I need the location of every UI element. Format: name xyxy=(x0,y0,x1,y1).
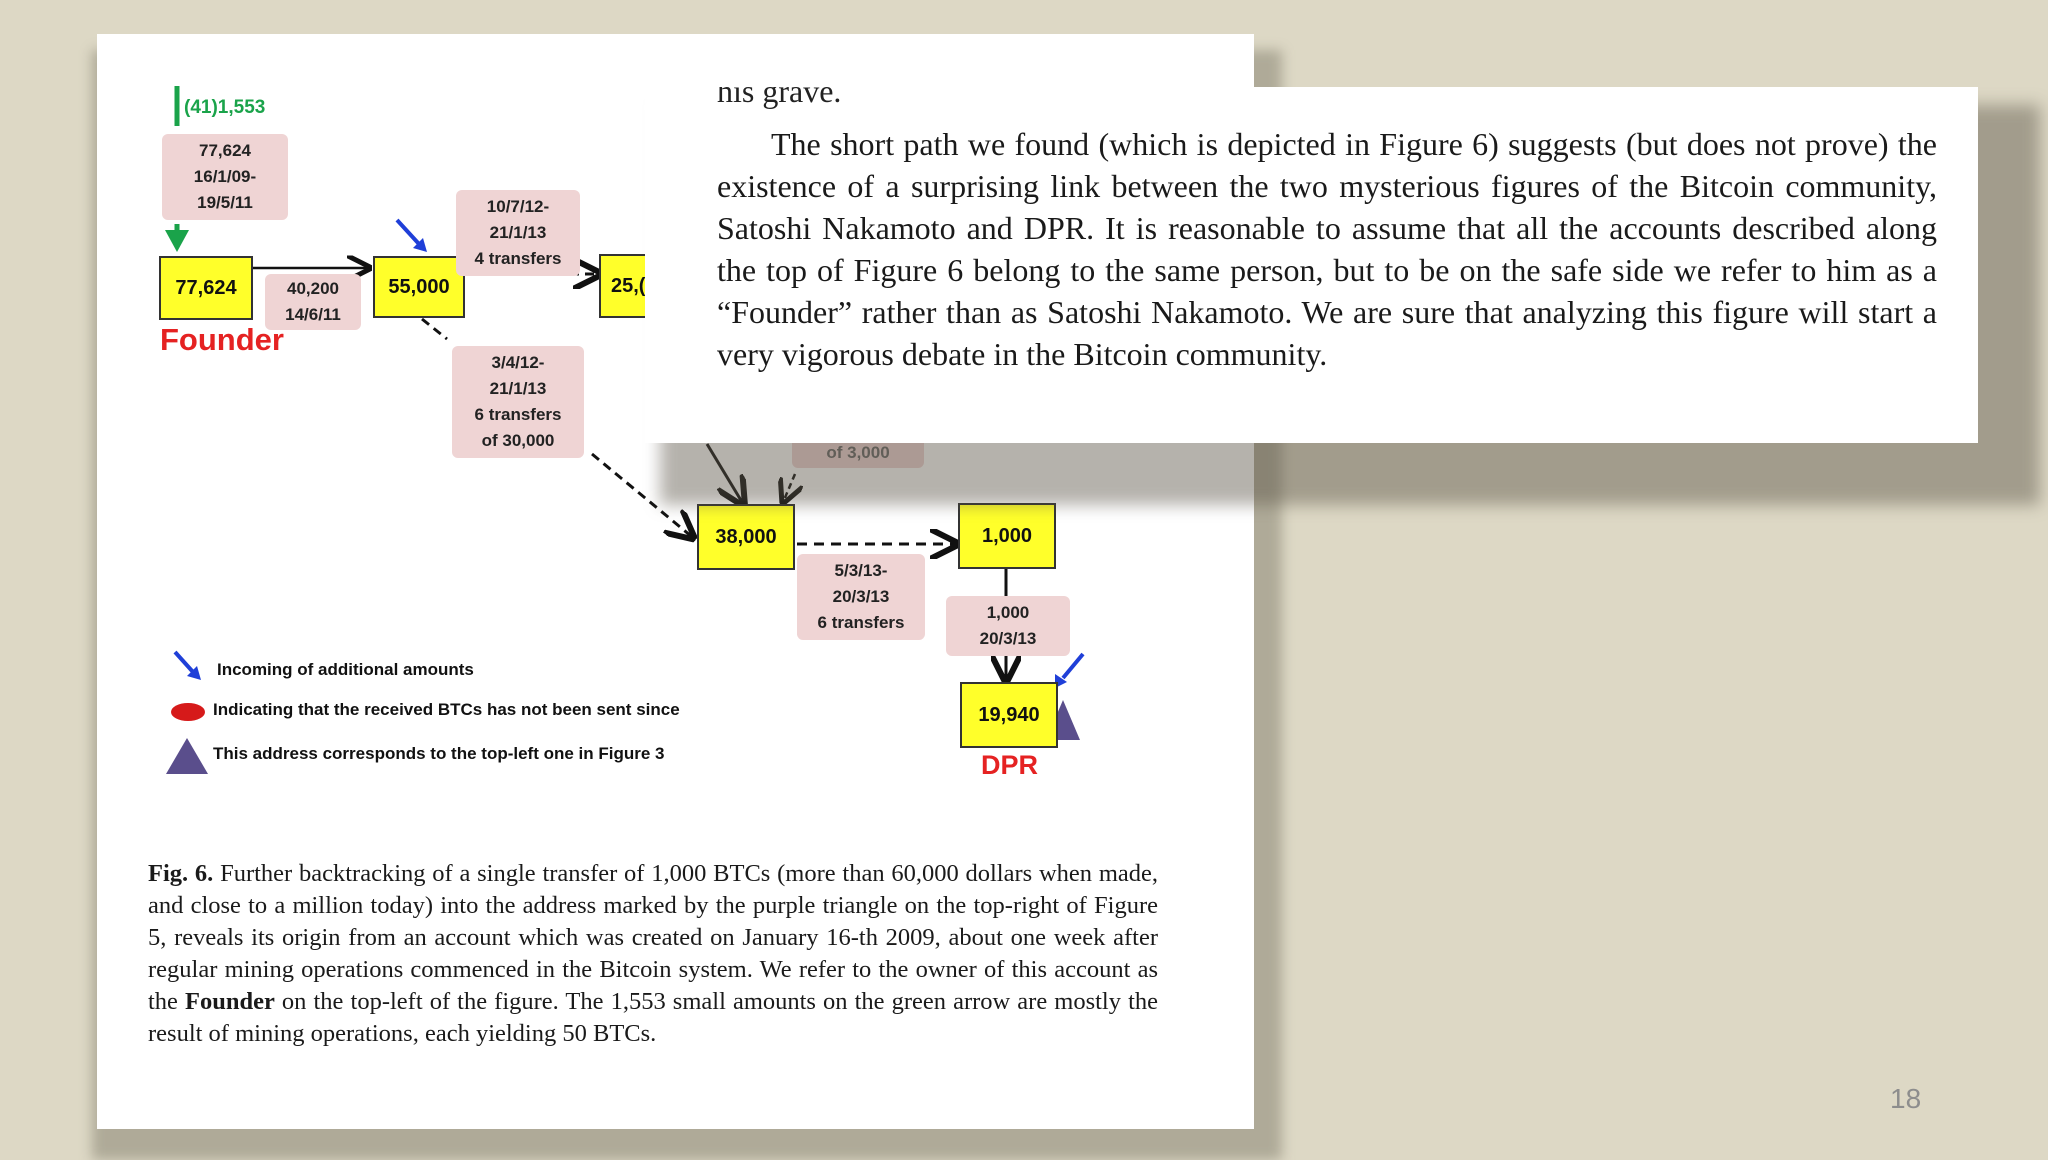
node-1000: 1,000 xyxy=(958,503,1056,569)
node-founder: 77,624 xyxy=(159,256,253,320)
arrow-55000-38000-a xyxy=(421,317,448,341)
node-55000: 55,000 xyxy=(373,256,465,318)
green-arrow-head xyxy=(165,230,189,252)
figure-caption: Fig. 6. Further backtracking of a single… xyxy=(148,858,1158,1050)
caption-bold-word: Founder xyxy=(185,988,275,1015)
edge-date-end: 21/1/13 xyxy=(489,379,547,398)
origin-date-end: 19/5/11 xyxy=(197,193,253,212)
edge-label-1000-19940: 1,000 20/3/13 xyxy=(946,596,1070,656)
edge-transfers: 4 transfers xyxy=(474,249,562,268)
edge-date-start: 3/4/12- xyxy=(491,353,545,372)
caption-text-after: on the top-left of the figure. The 1,553… xyxy=(148,988,1158,1047)
edge-label-38000-1000: 5/3/13- 20/3/13 6 transfers xyxy=(797,554,925,640)
dpr-name: DPR xyxy=(981,750,1039,780)
edge-label-founder-55000: 40,200 14/6/11 xyxy=(265,274,361,330)
overlay-cut-line: his grave. xyxy=(717,87,842,109)
edge-date-end: 20/3/13 xyxy=(832,587,890,606)
flow-diagram: (41)1,553 77,624 16/1/09- 19/5/11 77,624… xyxy=(97,34,1254,834)
legend-triangle-icon xyxy=(166,738,208,774)
caption-fig-label: Fig. 6. xyxy=(148,860,214,887)
legend-triangle-text: This address corresponds to the top-left… xyxy=(213,744,665,763)
overlay-paragraph: The short path we found (which is depict… xyxy=(717,126,1937,372)
text-overlay-clipping: his grave. The short path we found (whic… xyxy=(645,87,1978,443)
founder-name: Founder xyxy=(160,322,284,357)
legend-blue-arrow-icon xyxy=(173,650,195,674)
legend-red-oval-icon xyxy=(171,703,205,721)
edge-label-55000-25: 10/7/12- 21/1/13 4 transfers xyxy=(456,190,580,276)
caption-text-before: Further backtracking of a single transfe… xyxy=(148,860,1158,1015)
node-19940: 19,940 xyxy=(960,682,1058,748)
arrow-dashed-into-38000 xyxy=(784,473,795,500)
edge-label-55000-38000: 3/4/12- 21/1/13 6 transfers of 30,000 xyxy=(452,346,584,458)
edge-transfers: 6 transfers xyxy=(474,405,562,424)
edge-amount: 1,000 xyxy=(986,603,1030,622)
edge-amount: 40,200 xyxy=(287,279,339,298)
edge-date: 20/3/13 xyxy=(979,629,1037,648)
blue-incoming-19940 xyxy=(1061,652,1085,680)
edge-amount: of 30,000 xyxy=(481,431,555,450)
origin-label: 77,624 16/1/09- 19/5/11 xyxy=(162,134,288,220)
mining-count-label: (41)1,553 xyxy=(184,97,266,118)
edge-transfers: 6 transfers xyxy=(817,613,905,632)
edge-label-partial: of 3,000 xyxy=(792,438,924,468)
blue-incoming-55000 xyxy=(395,218,421,246)
arrow-into-38000 xyxy=(705,443,742,502)
node-38000: 38,000 xyxy=(697,504,795,570)
edge-date-end: 21/1/13 xyxy=(489,223,547,242)
edge-date-start: 10/7/12- xyxy=(486,197,550,216)
edge-date: 14/6/11 xyxy=(285,305,341,324)
arrow-55000-38000-b xyxy=(591,452,691,536)
origin-amount: 77,624 xyxy=(199,141,251,160)
slide-page-number: 18 xyxy=(1890,1083,1922,1114)
legend-incoming-text: Incoming of additional amounts xyxy=(217,660,474,679)
edge-date-start: 5/3/13- xyxy=(834,561,888,580)
legend-not-sent-text: Indicating that the received BTCs has no… xyxy=(213,700,680,719)
origin-date-start: 16/1/09- xyxy=(193,167,257,186)
